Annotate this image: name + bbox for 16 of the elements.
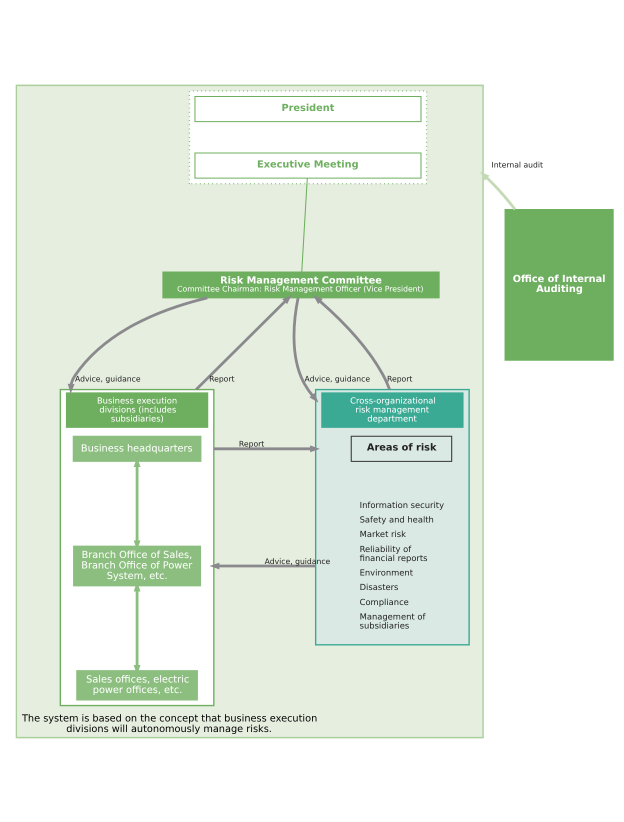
node-box: Executive Meeting: [194, 152, 422, 178]
node-box: President: [194, 96, 422, 122]
cluster: [188, 90, 428, 184]
node-box: Office of Internal Auditing: [504, 208, 614, 360]
connector: [301, 178, 308, 272]
arrow: [313, 294, 391, 390]
node-box: Business headquarters: [72, 435, 202, 462]
node-box: Areas of risk: [350, 435, 452, 462]
node-box: Branch Office of Sales, Branch Office of Power System, etc.: [73, 545, 202, 586]
arrow: [480, 170, 516, 210]
arrow: [68, 296, 208, 394]
node-box: Sales offices, electric power offices, etc.: [76, 670, 198, 700]
arrow: [292, 297, 318, 402]
arrow: [195, 294, 292, 390]
arrow: [210, 562, 316, 569]
arrow: [214, 444, 320, 452]
